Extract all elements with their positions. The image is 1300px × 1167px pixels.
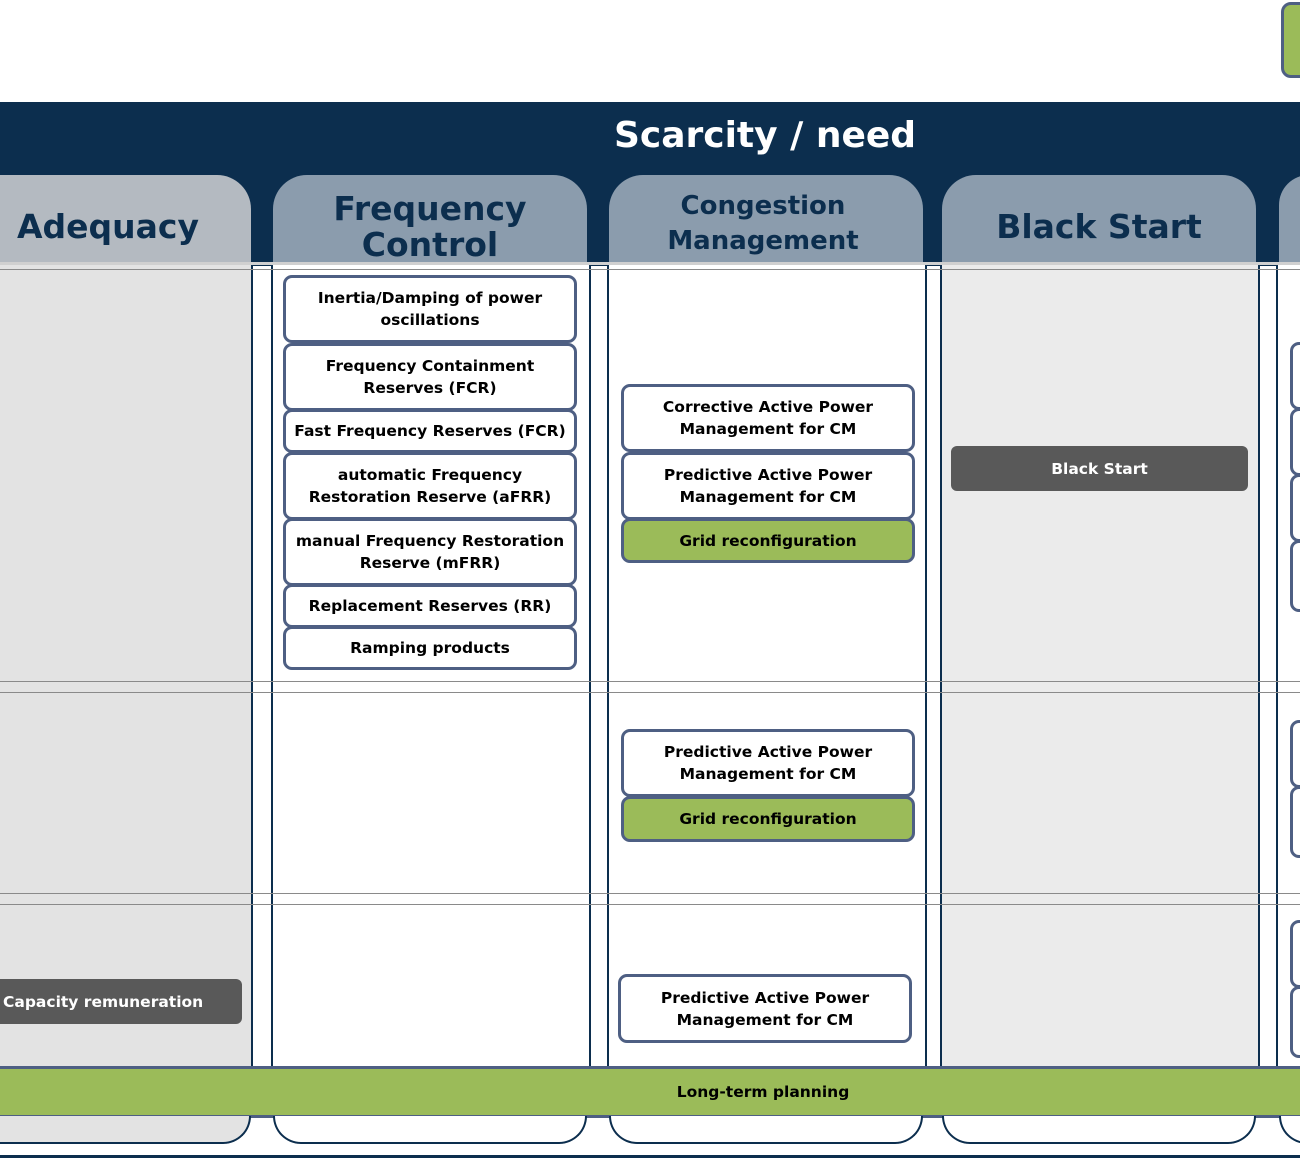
- column-label-frequency-control: Frequency Control: [333, 189, 527, 264]
- product-fcr: Frequency Containment Reserves (FCR): [283, 343, 577, 411]
- product-cut-off: [1290, 986, 1300, 1058]
- column-foot-black-start: [942, 1116, 1256, 1144]
- column-header-congestion-management: Congestion Management: [609, 175, 923, 265]
- lane-divider: [589, 262, 607, 1068]
- header-title: Scarcity / need: [613, 115, 917, 156]
- product-mfrr: manual Frequency Restoration Reserve (mF…: [283, 518, 577, 586]
- product-cut-off: [1290, 474, 1300, 542]
- row-divider: [0, 262, 1300, 270]
- lane-divider: [1258, 262, 1276, 1068]
- column-label-black-start: Black Start: [996, 207, 1202, 246]
- product-predictive-active-power-cm: Predictive Active Power Management for C…: [618, 974, 912, 1043]
- row-divider: [0, 893, 1300, 905]
- column-foot-extra: [1279, 1116, 1300, 1144]
- product-cut-off: [1290, 540, 1300, 612]
- product-cut-off: [1290, 786, 1300, 858]
- lane-divider: [925, 262, 940, 1068]
- product-predictive-active-power-cm: Predictive Active Power Management for C…: [621, 452, 915, 520]
- column-header-frequency-control: Frequency Control: [273, 175, 587, 265]
- product-grid-reconfiguration: Grid reconfiguration: [621, 796, 915, 842]
- product-capacity-remuneration: Capacity remuneration: [0, 979, 242, 1024]
- column-body-congestion-management: [607, 262, 927, 1068]
- product-replacement-reserves: Replacement Reserves (RR): [283, 584, 577, 628]
- product-inertia-damping: Inertia/Damping of power oscillations: [283, 275, 577, 343]
- product-grid-reconfiguration: Grid reconfiguration: [621, 518, 915, 563]
- baseline: [0, 1155, 1300, 1158]
- product-afrr: automatic Frequency Restoration Reserve …: [283, 452, 577, 520]
- long-term-planning-label: Long-term planning: [676, 1083, 850, 1101]
- product-cut-off: [1290, 342, 1300, 410]
- long-term-planning-band: [0, 1066, 1300, 1118]
- row-divider: [0, 681, 1300, 693]
- column-label-adequacy: Adequacy: [17, 207, 199, 246]
- column-label-congestion-management: Congestion Management: [667, 191, 859, 256]
- column-body-black-start: [940, 262, 1260, 1068]
- product-cut-off: [1290, 920, 1300, 988]
- column-foot-frequency-control: [273, 1116, 587, 1144]
- product-cut-off: [1290, 720, 1300, 788]
- column-header-adequacy: Adequacy: [0, 175, 251, 265]
- product-corrective-active-power-cm: Corrective Active Power Management for C…: [621, 384, 915, 452]
- column-header-extra: [1279, 175, 1300, 265]
- product-black-start: Black Start: [951, 446, 1248, 491]
- product-fast-frequency-reserves: Fast Frequency Reserves (FCR): [283, 409, 577, 453]
- column-foot-adequacy: [0, 1116, 251, 1144]
- legend-box: [1281, 2, 1300, 78]
- product-predictive-active-power-cm: Predictive Active Power Management for C…: [621, 729, 915, 797]
- lane-divider: [251, 262, 271, 1068]
- column-foot-congestion-management: [609, 1116, 923, 1144]
- column-body-adequacy: [0, 262, 251, 1068]
- product-ramping: Ramping products: [283, 626, 577, 670]
- column-header-black-start: Black Start: [942, 175, 1256, 265]
- product-cut-off: [1290, 408, 1300, 476]
